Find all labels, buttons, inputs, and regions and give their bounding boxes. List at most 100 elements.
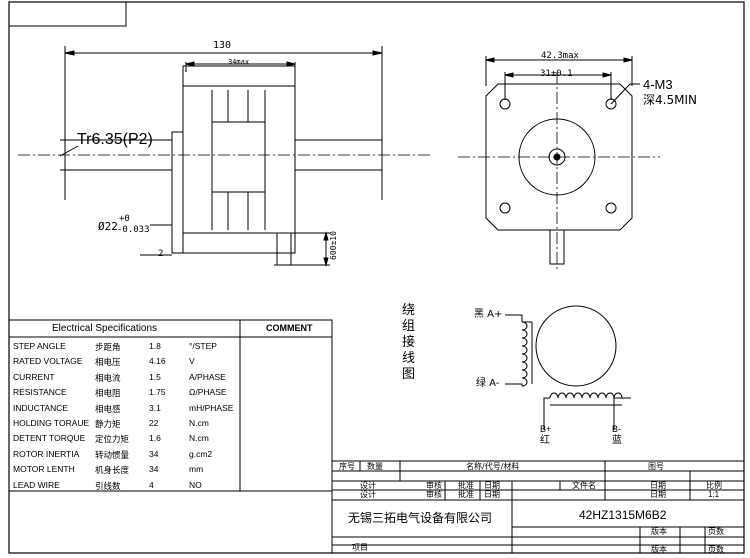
dim-pilot-tol-upper: +0 [119, 214, 130, 224]
dim-pilot-tol-lower: -0.033 [117, 225, 150, 235]
wiring-title-char: 组 [402, 319, 416, 334]
side-view [59, 46, 383, 267]
spec-row-name-en: RESISTANCE [13, 387, 67, 398]
wire-a-plus: 黑 A+ [474, 309, 503, 320]
tb-design: 设计 [360, 481, 376, 490]
spec-row: DETENT TORQUE 定位力矩 1.6 N.cm [9, 429, 240, 446]
spec-row: INDUCTANCE 相电感 3.1 mH/PHASE [9, 399, 240, 415]
spec-row-name-en: DETENT TORQUE [13, 433, 86, 444]
spec-row-name-cn: 机身长度 [95, 466, 130, 477]
mounting-holes-label: 4-M3 [643, 77, 673, 92]
tb-date: 日期 [484, 481, 500, 490]
spec-table-grid [8, 319, 333, 492]
spec-row-name-en: MOTOR LENTH [13, 464, 75, 475]
tb-figno: 图号 [648, 462, 664, 471]
tb-company: 无锡三拓电气设备有限公司 [348, 511, 493, 525]
wiring-title-char: 绕 [402, 303, 416, 318]
title-block-grid [331, 460, 745, 554]
spec-row-value: 4 [149, 479, 154, 490]
spec-row-unit: mm [189, 464, 204, 475]
spec-row-value: 34 [149, 448, 159, 459]
spec-row-value: 22 [149, 418, 159, 428]
spec-row-value: 1.6 [149, 433, 161, 444]
spec-row: STEP ANGLE 步距角 1.8 °/STEP [9, 337, 240, 353]
spec-row-value: 1.8 [149, 341, 161, 351]
tb-design-2: 设计 [360, 490, 376, 499]
spec-row-name-cn: 转动惯量 [95, 450, 130, 461]
tb-version: 版本 [651, 527, 667, 536]
spec-row-name-cn: 相电感 [95, 404, 121, 415]
spec-row: ROTOR INERTIA 转动惯量 34 g.cm2 [9, 445, 240, 461]
mounting-holes-depth: 深4.5MIN [643, 93, 697, 107]
wiring-title-char: 线 [402, 351, 416, 366]
corner-box [8, 1, 127, 27]
tb-review: 审核 [426, 481, 442, 490]
spec-row-unit: N.cm [189, 433, 209, 444]
dim-pilot-dia: Ø22 [98, 220, 118, 233]
spec-row: HOLDING TORAUE 静力矩 22 N.cm [9, 414, 240, 430]
tb-qty: 数量 [367, 462, 383, 471]
spec-row-name-cn: 定位力矩 [95, 435, 130, 446]
spec-row-unit: N.cm [189, 418, 209, 428]
tb-review-2: 审核 [426, 490, 442, 499]
spec-table-comment: COMMENT [266, 323, 313, 333]
spec-row-value: 1.75 [149, 387, 166, 398]
spec-row-name-cn: 相电压 [95, 358, 121, 369]
spec-row: CURRENT 相电流 1.5 A/PHASE [9, 368, 240, 384]
tb-pages-2: 页数 [708, 545, 724, 554]
tb-project: 项目 [352, 543, 368, 552]
tb-model: 42HZ1315M6B2 [579, 508, 667, 522]
spec-row-name-en: INDUCTANCE [13, 402, 69, 413]
wire-b-plus-color: 红 [540, 435, 550, 446]
spec-row-value: 1.5 [149, 371, 161, 382]
spec-row-name-cn: 引线数 [95, 481, 121, 492]
dim-hole-spacing: 31±0.1 [540, 69, 573, 79]
spec-row-unit: mH/PHASE [189, 402, 234, 413]
spec-row: MOTOR LENTH 机身长度 34 mm [9, 460, 240, 477]
spec-row-unit: V [189, 356, 195, 367]
spec-row-unit: °/STEP [189, 341, 217, 351]
wire-a-minus: 绿 A- [476, 378, 500, 389]
wiring-diagram [505, 305, 631, 430]
tb-date-3: 日期 [484, 490, 500, 499]
spec-row-name-cn: 步距角 [95, 343, 121, 353]
spec-row-name-cn: 相电流 [95, 373, 121, 384]
tb-name: 名称/代号/材料 [466, 462, 520, 471]
tb-approve-2: 批准 [458, 490, 474, 499]
tb-pages: 页数 [708, 527, 724, 536]
spec-row-name-en: CURRENT [13, 371, 55, 382]
spec-row-name-en: RATED VOLTAGE [13, 356, 83, 367]
spec-row-name-en: ROTOR INERTIA [13, 448, 80, 459]
spec-row: LEAD WIRE 引线数 4 NO [9, 476, 240, 492]
spec-row-value: 3.1 [149, 402, 161, 413]
spec-row-name-en: HOLDING TORAUE [13, 418, 90, 428]
dim-flange-width: 42.3max [541, 51, 579, 61]
wire-b-minus-color: 蓝 [612, 435, 622, 446]
dim-shaft-length: 600±10 [329, 231, 338, 260]
wire-b-plus: B+ [540, 424, 552, 434]
spec-row-name-en: LEAD WIRE [13, 479, 60, 490]
spec-row-unit: NO [189, 479, 202, 490]
tb-filename: 文件名 [572, 481, 596, 490]
tb-scale-value: 1:1 [708, 490, 720, 499]
tb-version-2: 版本 [651, 545, 667, 554]
wiring-title-char: 图 [402, 367, 416, 382]
tb-seq: 序号 [339, 462, 355, 471]
spec-row: RATED VOLTAGE 相电压 4.16 V [9, 352, 240, 369]
wiring-title: 绕 组 接 线 图 [402, 303, 416, 383]
spec-row-unit: g.cm2 [189, 448, 213, 459]
tb-date-4: 日期 [650, 490, 666, 499]
spec-row-name-cn: 静力矩 [95, 420, 121, 430]
spec-row-value: 4.16 [149, 356, 166, 367]
front-centerline [458, 72, 660, 270]
spec-row-value: 34 [149, 464, 159, 475]
spec-row-name-en: STEP ANGLE [13, 341, 66, 351]
tb-approve: 批准 [458, 481, 474, 490]
wiring-title-char: 接 [402, 335, 416, 350]
spec-table-title: Electrical Specifications [52, 323, 158, 334]
spec-row-unit: A/PHASE [189, 371, 226, 382]
spec-row-unit: Ω/PHASE [189, 387, 227, 398]
dim-overall-length: 130 [213, 40, 232, 51]
